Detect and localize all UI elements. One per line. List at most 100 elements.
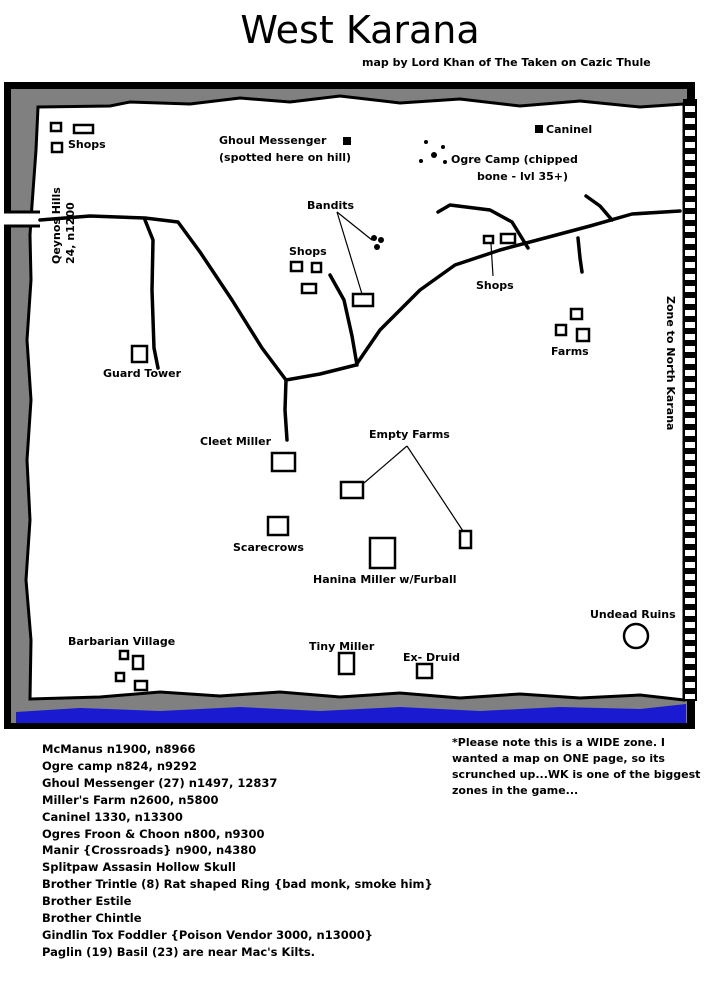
- label-farms: Farms: [551, 345, 589, 358]
- zone-line-square: [684, 628, 696, 634]
- label-shops-center: Shops: [289, 245, 327, 258]
- label-tiny-miller: Tiny Miller: [309, 640, 375, 653]
- building-tiny-miller: [337, 651, 356, 676]
- building-empty-farm-2: [458, 529, 473, 550]
- building-shops-center-1: [289, 260, 304, 273]
- note-line: Ghoul Messenger (27) n1497, 12837: [42, 775, 278, 790]
- zone-line-square: [684, 196, 696, 202]
- zone-line-square: [684, 388, 696, 394]
- building-empty-farm-1: [339, 480, 365, 500]
- label-hanina-miller: Hanina Miller w/Furball: [313, 573, 457, 586]
- zone-line-square: [684, 568, 696, 574]
- zone-line-square: [684, 364, 696, 370]
- ogre-dot-5: [443, 160, 447, 164]
- shops-east-leader: [490, 243, 494, 277]
- zone-line-square: [684, 472, 696, 478]
- zone-line-square: [684, 184, 696, 190]
- zone-line-square: [684, 676, 696, 682]
- label-bandits: Bandits: [307, 199, 355, 212]
- map-title: West Karana: [240, 8, 480, 52]
- zone-line-square: [684, 220, 696, 226]
- zone-line-square: [684, 100, 696, 106]
- label-ex-druid: Ex- Druid: [403, 651, 460, 664]
- zone-line-square: [684, 508, 696, 514]
- leader-lines: [336, 211, 494, 532]
- zone-line-square: [684, 652, 696, 658]
- zone-line-square: [684, 616, 696, 622]
- zone-line-square: [684, 112, 696, 118]
- zone-line-square: [684, 268, 696, 274]
- building-nw-2: [72, 123, 95, 135]
- zone-line-square: [684, 592, 696, 598]
- zone-line-square: [684, 400, 696, 406]
- bandits-leader-2: [336, 211, 363, 295]
- zone-line-square: [684, 328, 696, 334]
- zone-line-square: [684, 688, 696, 694]
- ogre-dot-1: [424, 140, 428, 144]
- zone-line-square: [684, 556, 696, 562]
- zone-line-square: [684, 664, 696, 670]
- zone-line-square: [684, 256, 696, 262]
- empty-farms-leader-1: [363, 445, 408, 484]
- note-line: Brother Estile: [42, 894, 132, 909]
- zone-line-square: [684, 484, 696, 490]
- label-ghoul-messenger-note: (spotted here on hill): [219, 151, 351, 164]
- building-shops-east-1: [482, 234, 495, 245]
- zone-line-square: [684, 448, 696, 454]
- road-cleet-miller: [283, 378, 289, 442]
- land-area: [24, 94, 686, 702]
- label-qeynos-hills: Qeynos Hills: [50, 187, 63, 264]
- road-shops-center: [328, 273, 359, 367]
- zone-line-square: [684, 352, 696, 358]
- zone-line-square: [684, 640, 696, 646]
- map-credit: map by Lord Khan of The Taken on Cazic T…: [362, 56, 651, 69]
- ghoul-messenger-marker: [343, 137, 351, 145]
- building-barbarian-2: [131, 654, 145, 671]
- zone-line-square: [684, 376, 696, 382]
- note-line: Paglin (19) Basil (23) are near Mac's Ki…: [42, 944, 316, 959]
- zone-line-square: [684, 460, 696, 466]
- bandit-dot-1: [371, 235, 377, 241]
- zone-line-square: [684, 280, 696, 286]
- zone-line-square: [684, 532, 696, 538]
- zone-line-square: [684, 136, 696, 142]
- note-line: Brother Trintle (8) Rat shaped Ring {bad…: [42, 877, 433, 892]
- note-line: Gindlin Tox Foddler {Poison Vendor 3000,…: [42, 927, 373, 942]
- label-barbarian-village: Barbarian Village: [68, 635, 175, 648]
- building-guard-tower: [130, 344, 149, 364]
- empty-farms-leader-2: [406, 445, 464, 532]
- river-water: [16, 704, 686, 723]
- building-ex-druid: [415, 662, 434, 680]
- building-barbarian-4: [133, 679, 149, 692]
- label-ogre-camp: Ogre Camp (chipped: [451, 153, 578, 166]
- building-barbarian-3: [114, 671, 126, 683]
- qeynos-zone-gap: [4, 212, 40, 226]
- label-shops-east: Shops: [476, 279, 514, 292]
- zone-line-square: [684, 520, 696, 526]
- label-scarecrows: Scarecrows: [233, 541, 304, 554]
- note-line: Manir {Crossroads} n900, n4380: [42, 843, 257, 858]
- zone-line-square: [684, 244, 696, 250]
- label-undead-ruins: Undead Ruins: [590, 608, 676, 621]
- building-hanina: [368, 536, 397, 570]
- bandit-dot-3: [374, 244, 380, 250]
- label-ogre-camp-note: bone - lvl 35+): [477, 170, 568, 183]
- ogre-dot-3: [441, 145, 445, 149]
- note-line: Ogres Froon & Choon n800, n9300: [42, 826, 265, 841]
- label-cleet-miller: Cleet Miller: [200, 435, 272, 448]
- zone-line-checker: [684, 100, 696, 694]
- zone-line-square: [684, 316, 696, 322]
- ogre-dot-4: [419, 159, 423, 163]
- building-barbarian-1: [118, 649, 130, 661]
- zone-line-square: [684, 232, 696, 238]
- building-farm-2: [554, 323, 568, 337]
- road-farms: [576, 236, 584, 274]
- building-bandits: [351, 292, 375, 308]
- label-caninel: Caninel: [546, 123, 592, 136]
- road-ogre-camp: [436, 203, 530, 250]
- label-zone-north-karana: Zone to North Karana: [664, 296, 677, 430]
- npc-notes: McManus n1900, n8966 Ogre camp n824, n92…: [42, 741, 433, 961]
- zone-line-square: [684, 304, 696, 310]
- zone-line-square: [684, 148, 696, 154]
- wide-zone-disclaimer: *Please note this is a WIDE zone. I want…: [452, 736, 701, 797]
